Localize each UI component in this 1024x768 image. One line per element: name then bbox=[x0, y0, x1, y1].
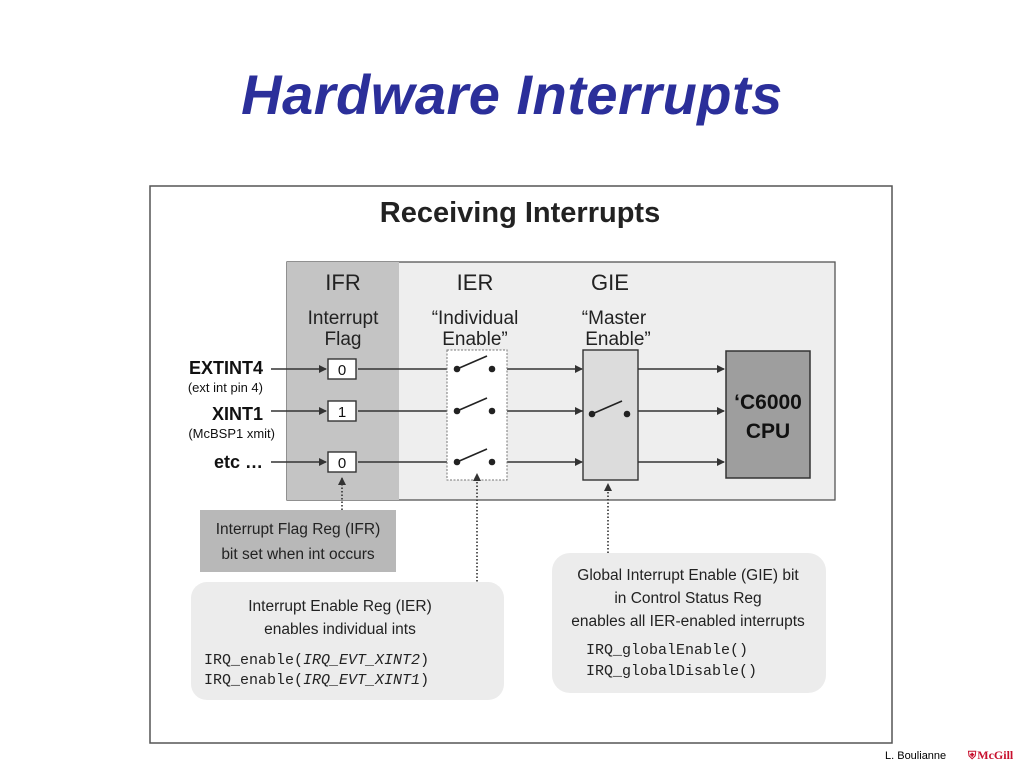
gie-note-code1: IRQ_globalEnable() bbox=[586, 642, 748, 659]
switch-blade bbox=[456, 448, 488, 463]
input-sublabel-extint4: (ext int pin 4) bbox=[188, 380, 263, 395]
gie-switch-blade bbox=[591, 400, 623, 415]
ier-heading: IER bbox=[457, 270, 494, 295]
logo-text: McGill bbox=[977, 748, 1014, 762]
gie-note-line3: enables all IER-enabled interrupts bbox=[571, 613, 805, 630]
crest-icon: ⛨ bbox=[968, 750, 977, 762]
cpu-label-line1: ‘C6000 bbox=[734, 391, 802, 414]
input-label-extint4: EXTINT4 bbox=[189, 358, 263, 378]
slide-title: Hardware Interrupts bbox=[241, 63, 783, 126]
ier-note-line1: Interrupt Enable Reg (IER) bbox=[248, 598, 432, 615]
switch-contact bbox=[488, 458, 496, 466]
ier-note-code1: IRQ_enable(IRQ_EVT_XINT2) bbox=[204, 652, 429, 669]
input-label-etc: etc … bbox=[214, 452, 263, 472]
switch-contact bbox=[488, 407, 496, 415]
input-label-xint1: XINT1 bbox=[212, 404, 263, 424]
gie-note-code2: IRQ_globalDisable() bbox=[586, 663, 757, 680]
ifr-note-box bbox=[200, 510, 396, 572]
flag-box-xint1 bbox=[327, 400, 357, 422]
ifr-note-line2: bit set when int occurs bbox=[221, 546, 375, 563]
input-sublabel-xint1: (McBSP1 xmit) bbox=[188, 426, 275, 441]
switch-blade bbox=[456, 397, 488, 412]
gie-switch-contact bbox=[623, 410, 631, 418]
diagram-title: Receiving Interrupts bbox=[380, 197, 660, 229]
switch-contact bbox=[488, 365, 496, 373]
gie-heading: GIE bbox=[591, 270, 629, 295]
ifr-heading: IFR bbox=[325, 270, 360, 295]
ifr-subtitle-line2: Flag bbox=[325, 329, 362, 350]
ier-subtitle-line2: Enable” bbox=[442, 329, 508, 350]
ier-note-code2: IRQ_enable(IRQ_EVT_XINT1) bbox=[204, 672, 429, 689]
ifr-note-line1: Interrupt Flag Reg (IFR) bbox=[216, 521, 381, 538]
flag-box-etc bbox=[327, 451, 357, 473]
flag-value-extint4: 0 bbox=[338, 362, 346, 379]
flag-value-etc: 0 bbox=[338, 455, 346, 472]
mcgill-logo: ⛨McGill bbox=[968, 748, 1013, 763]
ier-note-bubble bbox=[191, 582, 504, 700]
cpu-label-line2: CPU bbox=[746, 420, 790, 443]
cpu-box bbox=[725, 350, 811, 479]
ier-note-line2: enables individual ints bbox=[264, 621, 416, 638]
ier-subtitle-line1: “Individual bbox=[432, 308, 519, 329]
gie-note-line1: Global Interrupt Enable (GIE) bit bbox=[577, 567, 799, 584]
flag-box-extint4 bbox=[327, 358, 357, 380]
flag-value-xint1: 1 bbox=[338, 404, 346, 421]
gie-note-bubble bbox=[552, 553, 826, 693]
gie-subtitle-line2: Enable” bbox=[585, 329, 651, 350]
ifr-subtitle-line1: Interrupt bbox=[308, 308, 379, 329]
switch-blade bbox=[456, 355, 488, 370]
footer-author: L. Boulianne bbox=[885, 750, 947, 762]
gie-note-line2: in Control Status Reg bbox=[614, 590, 761, 607]
gie-subtitle-line1: “Master bbox=[582, 308, 647, 329]
